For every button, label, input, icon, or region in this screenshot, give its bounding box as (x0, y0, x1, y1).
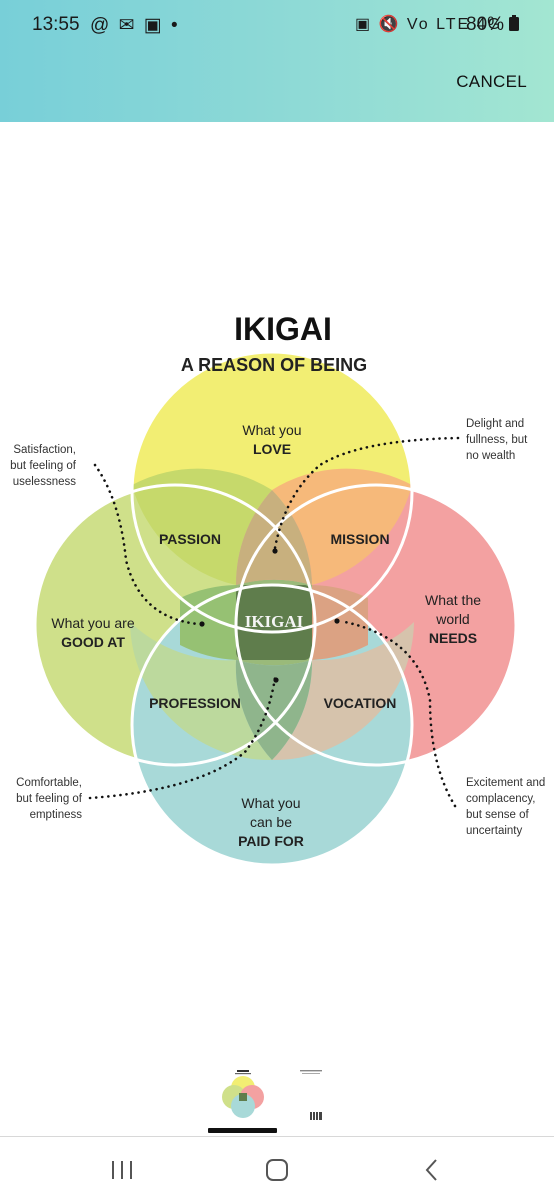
needs-label-3: NEEDS (429, 630, 477, 646)
system-navigation-bar (0, 1137, 554, 1200)
recent-apps-icon (112, 1161, 132, 1179)
battery-indicator: 80% (466, 14, 520, 36)
leader-comfortable (88, 676, 277, 800)
selected-thumbnail-indicator (208, 1128, 277, 1133)
needs-label-1: What the (425, 592, 481, 608)
note-satisfaction-2: but feeling of (10, 460, 77, 472)
back-icon (425, 1159, 437, 1181)
profession-label: PROFESSION (149, 695, 241, 711)
status-bar: 13:55 @ ✉ ▣ • ▣ 🔇 Vo LTE 4G ıl 80% (0, 14, 554, 42)
battery-percent: 80% (466, 14, 505, 35)
leader-delight (273, 436, 460, 550)
thumbnail-ikigai[interactable] (210, 1064, 276, 1126)
thumbnail-document[interactable] (292, 1064, 332, 1124)
love-label-2: LOVE (253, 441, 291, 457)
note-satisfaction-3: uselessness (13, 476, 77, 488)
home-icon (266, 1159, 288, 1181)
back-button[interactable] (412, 1157, 452, 1183)
region-mission (272, 468, 412, 585)
ikigai-diagram: IKIGAI A REASON OF BEING What you LOVE W… (10, 311, 545, 867)
recent-apps-button[interactable] (102, 1157, 142, 1183)
note-comfortable-2: but feeling of (16, 793, 83, 805)
notification-icons: @ ✉ ▣ • (90, 15, 180, 36)
top-bar: 13:55 @ ✉ ▣ • ▣ 🔇 Vo LTE 4G ıl 80% CANCE… (0, 0, 554, 122)
note-excitement-2: complacency, (466, 793, 535, 805)
region-profession (130, 622, 272, 761)
region-good-needs (180, 585, 236, 660)
note-comfortable-3: emptiness (30, 809, 83, 821)
mission-label: MISSION (330, 531, 389, 547)
diagram-title: IKIGAI (234, 311, 332, 347)
home-button[interactable] (257, 1157, 297, 1183)
passion-label: PASSION (159, 531, 221, 547)
good-at-label-2: GOOD AT (61, 634, 125, 650)
image-gallery-strip (0, 1060, 554, 1140)
note-delight-1: Delight and (466, 418, 524, 430)
note-delight-2: fullness, but (466, 434, 528, 446)
vocation-label: VOCATION (324, 695, 397, 711)
nav-divider (0, 1136, 554, 1137)
note-delight-3: no wealth (466, 450, 515, 462)
battery-icon (509, 15, 520, 31)
note-excitement-1: Excitement and (466, 777, 545, 789)
note-comfortable-1: Comfortable, (16, 777, 82, 789)
status-time: 13:55 (32, 14, 80, 35)
diagram-subtitle: A REASON OF BEING (181, 355, 367, 375)
paid-label-3: PAID FOR (238, 833, 304, 849)
ikigai-center-cell (236, 585, 312, 660)
leader-excitement (343, 620, 457, 808)
good-at-label-1: What you are (51, 615, 134, 631)
cancel-button[interactable]: CANCEL (456, 72, 527, 91)
region-passion (132, 468, 272, 585)
note-satisfaction-1: Satisfaction, (13, 444, 76, 456)
paid-label-2: can be (250, 814, 292, 830)
note-excitement-4: uncertainty (466, 825, 523, 837)
paid-label-1: What you (241, 795, 300, 811)
region-vocation (272, 622, 414, 761)
region-love-paid (235, 490, 312, 585)
love-label-1: What you (242, 422, 301, 438)
note-excitement-3: but sense of (466, 809, 529, 821)
center-label: IKIGAI (245, 612, 304, 631)
system-status-icons: ▣ 🔇 Vo LTE 4G ıl (355, 16, 521, 33)
needs-label-2: world (435, 611, 469, 627)
